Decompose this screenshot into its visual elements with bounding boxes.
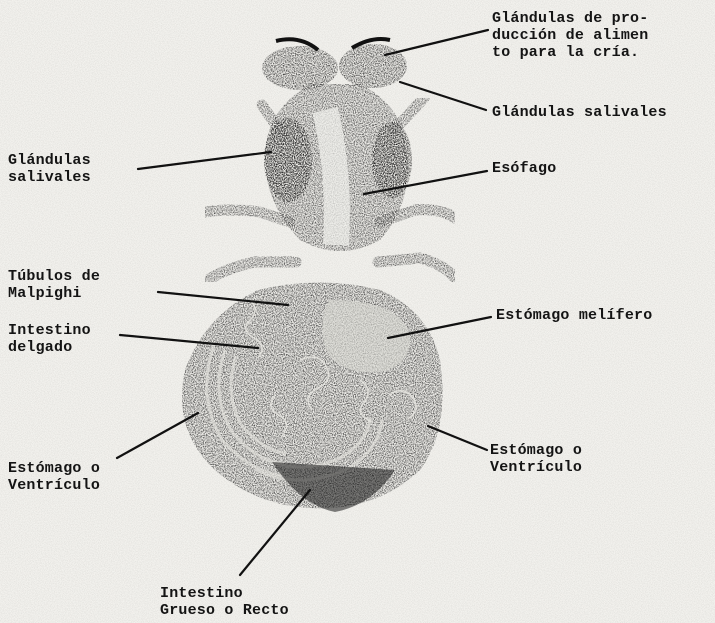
label-glandulas-salivales-left: Glándulas salivales (8, 152, 91, 186)
label-esofago: Esófago (492, 160, 556, 177)
label-glandulas-alimento: Glándulas de pro- ducción de alimen to p… (492, 10, 648, 61)
esophagus (325, 110, 337, 245)
food-gland-right (339, 44, 407, 88)
food-gland-left (262, 46, 338, 90)
label-intestino-delgado: Intestino delgado (8, 322, 91, 356)
label-estomago-melifero: Estómago melífero (496, 307, 652, 324)
label-intestino-grueso: Intestino Grueso o Recto (160, 585, 289, 619)
label-glandulas-salivales-right: Glándulas salivales (492, 104, 667, 121)
salivary-gland-left (264, 118, 312, 202)
label-estomago-ventriculo-right: Estómago o Ventrículo (490, 442, 582, 476)
label-tubulos-malpighi: Túbulos de Malpighi (8, 268, 100, 302)
label-estomago-ventriculo-left: Estómago o Ventrículo (8, 460, 100, 494)
